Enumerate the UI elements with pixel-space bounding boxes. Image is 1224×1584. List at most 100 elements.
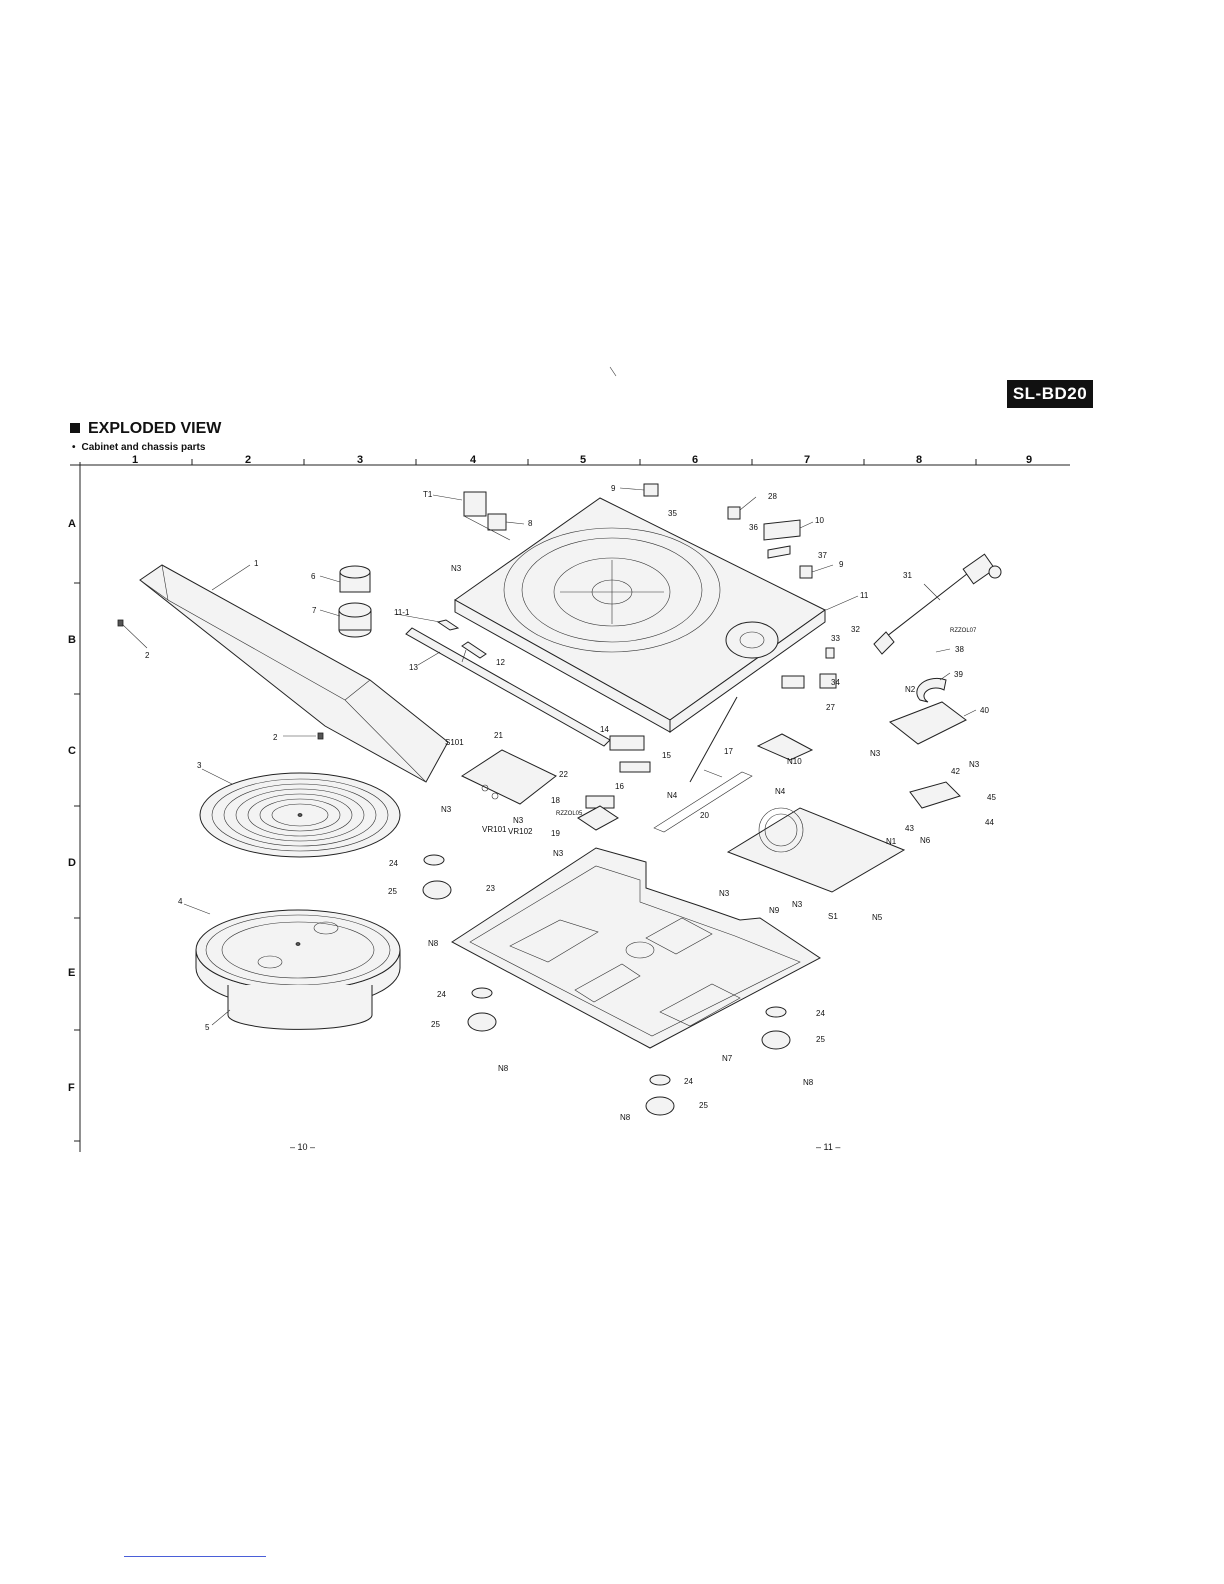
callout-labels: 1 2 2 3 4 5 6 7 8 9 9 10 11 11-1 12 13 1… [145, 484, 996, 1122]
callout-20: 20 [700, 811, 709, 820]
callout-34: 34 [831, 678, 840, 687]
grid-row-a: A [68, 518, 76, 530]
callout-28: 28 [768, 492, 777, 501]
callout-24b: 24 [437, 990, 446, 999]
small-parts [117, 483, 947, 831]
callout-t1: T1 [423, 490, 433, 499]
callout-n8a: N8 [428, 939, 439, 948]
callout-n1: N1 [886, 837, 897, 846]
grid-row-b: B [68, 634, 76, 646]
callout-35: 35 [668, 509, 677, 518]
switch-pcb [460, 749, 557, 805]
callout-43: 43 [905, 824, 914, 833]
callout-27: 27 [826, 703, 835, 712]
callout-vr102: VR102 [508, 827, 533, 836]
callout-n3a: N3 [451, 564, 462, 573]
callout-42: 42 [951, 767, 960, 776]
model-badge: SL-BD20 [1007, 380, 1093, 408]
grid-row-d: D [68, 857, 76, 869]
callout-n9: N9 [769, 906, 780, 915]
grid-column-1: 1 [132, 454, 139, 466]
bracket-and-rod [653, 696, 814, 833]
callout-1: 1 [254, 559, 259, 568]
chassis-cabinet [454, 497, 826, 733]
callout-2b: 2 [273, 733, 278, 742]
callout-n2: N2 [905, 685, 916, 694]
callout-16: 16 [615, 782, 624, 791]
callout-14: 14 [600, 725, 609, 734]
callout-22: 22 [559, 770, 568, 779]
callout-24a: 24 [389, 859, 398, 868]
callout-24d: 24 [684, 1077, 693, 1086]
grid-column-3: 3 [357, 454, 364, 466]
grid-column-9: 9 [1026, 454, 1033, 466]
grid-column-6: 6 [692, 454, 699, 466]
callout-25a: 25 [388, 887, 397, 896]
turntable-mat [199, 772, 401, 858]
callout-23: 23 [486, 884, 495, 893]
callout-rzzol05: RZZOL05 [556, 811, 583, 817]
page-title: EXPLODED VIEW [70, 420, 221, 438]
callout-n3c: N3 [513, 816, 524, 825]
callout-4: 4 [178, 897, 183, 906]
callout-31: 31 [903, 571, 912, 580]
callout-s101: S101 [445, 738, 464, 747]
callout-n3g: N3 [870, 749, 881, 758]
bullet-dot-icon: • [72, 442, 76, 453]
callout-n10: N10 [787, 757, 802, 766]
callout-21: 21 [494, 731, 503, 740]
callout-25d: 25 [699, 1101, 708, 1110]
callout-11-1: 11-1 [394, 608, 410, 617]
callout-45: 45 [987, 793, 996, 802]
callout-25c: 25 [816, 1035, 825, 1044]
callout-36: 36 [749, 523, 758, 532]
callout-s1: S1 [828, 912, 838, 921]
callout-n3h: N3 [969, 760, 980, 769]
callout-vr101: VR101 [482, 825, 507, 834]
callout-rzzol07: RZZOL07 [950, 628, 977, 634]
square-bullet-icon [70, 423, 80, 433]
grid-column-5: 5 [580, 454, 587, 466]
grid-row-e: E [68, 967, 76, 979]
foot-1 [422, 854, 452, 900]
callout-15: 15 [662, 751, 671, 760]
leader-lines [121, 366, 977, 1026]
callout-n8c: N8 [803, 1078, 814, 1087]
motor [338, 565, 372, 638]
callout-10: 10 [815, 516, 824, 525]
callout-n8d: N8 [620, 1113, 631, 1122]
subtitle-text: Cabinet and chassis parts [81, 442, 206, 453]
callout-5: 5 [205, 1023, 210, 1032]
page-number-left: – 10 – [290, 1142, 316, 1152]
callout-25b: 25 [431, 1020, 440, 1029]
callout-44: 44 [985, 818, 994, 827]
callout-32: 32 [851, 625, 860, 634]
callout-n3e: N3 [719, 889, 730, 898]
foot-2 [467, 987, 497, 1032]
callout-40: 40 [980, 706, 989, 715]
grid-row-c: C [68, 745, 76, 757]
callout-n3f: N3 [792, 900, 803, 909]
callout-n4b: N4 [775, 787, 786, 796]
callout-24c: 24 [816, 1009, 825, 1018]
dust-cover [139, 564, 449, 783]
callout-18: 18 [551, 796, 560, 805]
callout-9b: 9 [839, 560, 844, 569]
foot-4 [645, 1074, 675, 1116]
callout-n3b: N3 [441, 805, 452, 814]
title-text: EXPLODED VIEW [88, 420, 222, 437]
callout-17: 17 [724, 747, 733, 756]
platter [195, 909, 401, 1030]
subtitle: • Cabinet and chassis parts [72, 442, 205, 453]
callout-3: 3 [197, 761, 202, 770]
callout-13: 13 [409, 663, 418, 672]
callout-39: 39 [954, 670, 963, 679]
callout-38: 38 [955, 645, 964, 654]
grid-frame [70, 459, 1070, 1152]
grid-column-4: 4 [470, 454, 477, 466]
callout-37: 37 [818, 551, 827, 560]
callout-33: 33 [831, 634, 840, 643]
grid-column-8: 8 [916, 454, 923, 466]
mechanism-plate [726, 701, 967, 893]
